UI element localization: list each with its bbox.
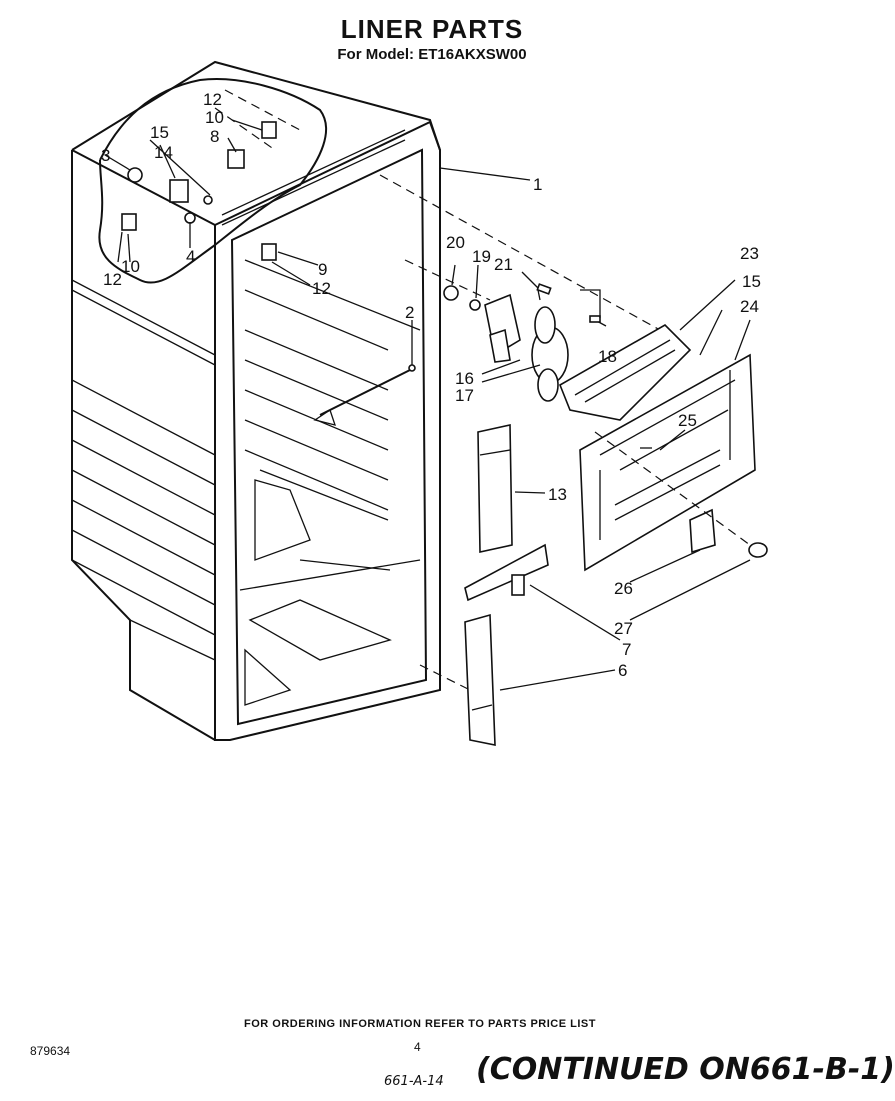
callout-23: 23 [740, 244, 759, 263]
callout-6: 6 [618, 661, 627, 680]
callout-10-lower: 10 [121, 257, 140, 276]
callout-12-lamp: 12 [312, 279, 331, 298]
callout-18: 18 [598, 347, 617, 366]
page-title: LINER PARTS [340, 14, 524, 44]
callout-8: 8 [210, 127, 219, 146]
continued-note: (CONTINUED ON661-B-1) [476, 1052, 895, 1087]
lamp-socket-upper [261, 121, 277, 139]
screw [184, 212, 196, 224]
baffle [464, 543, 549, 602]
callout-16: 16 [455, 369, 474, 388]
callout-2: 2 [405, 303, 414, 322]
evaporator-cover [558, 279, 768, 621]
model-subtitle: For Model: ET16AKXSW00 [337, 46, 527, 63]
callout-17: 17 [455, 386, 474, 405]
callout-15-left: 15 [150, 123, 169, 142]
callout-10-upper: 10 [205, 108, 224, 127]
refrigerator-cabinet [71, 60, 441, 741]
duct-lower [464, 613, 496, 746]
document-number: 879634 [30, 1044, 71, 1058]
callout-27: 27 [614, 619, 633, 638]
control-housing [98, 78, 328, 284]
callout-24: 24 [740, 297, 759, 316]
fan-motor-assembly [443, 264, 569, 402]
air-duct [477, 424, 513, 553]
wire-harness [313, 320, 416, 426]
callout-3: 3 [101, 146, 110, 165]
callout-14: 14 [154, 143, 173, 162]
handwritten-reference: 661-A-14 [384, 1074, 444, 1089]
liner-parts-diagram: 1 2 3 4 6 7 8 9 10 10 12 12 12 13 14 15 … [71, 60, 768, 746]
ordering-info: FOR ORDERING INFORMATION REFER TO PARTS … [244, 1018, 596, 1030]
callout-7: 7 [622, 640, 631, 659]
lamp-socket [261, 243, 277, 261]
callout-12-left: 12 [103, 270, 122, 289]
callout-1: 1 [533, 175, 542, 194]
callout-15-right: 15 [742, 272, 761, 291]
callout-12-upper: 12 [203, 90, 222, 109]
damper-control [227, 149, 245, 169]
callout-26: 26 [614, 579, 633, 598]
knob [127, 167, 143, 183]
washer [469, 299, 481, 311]
rear-panel [579, 353, 756, 572]
callout-19: 19 [472, 247, 491, 266]
thermostat-control [169, 179, 189, 203]
callout-21: 21 [494, 255, 513, 274]
screw [203, 195, 213, 205]
page-number: 4 [414, 1040, 421, 1054]
callout-9: 9 [318, 260, 327, 279]
bracket [689, 508, 716, 554]
callout-25: 25 [678, 411, 697, 430]
grommet [443, 285, 459, 301]
light-switch [121, 213, 137, 231]
duct-parts [464, 424, 621, 746]
callout-4: 4 [186, 247, 195, 266]
callout-13: 13 [548, 485, 567, 504]
plug [748, 542, 768, 558]
callout-20: 20 [446, 233, 465, 252]
